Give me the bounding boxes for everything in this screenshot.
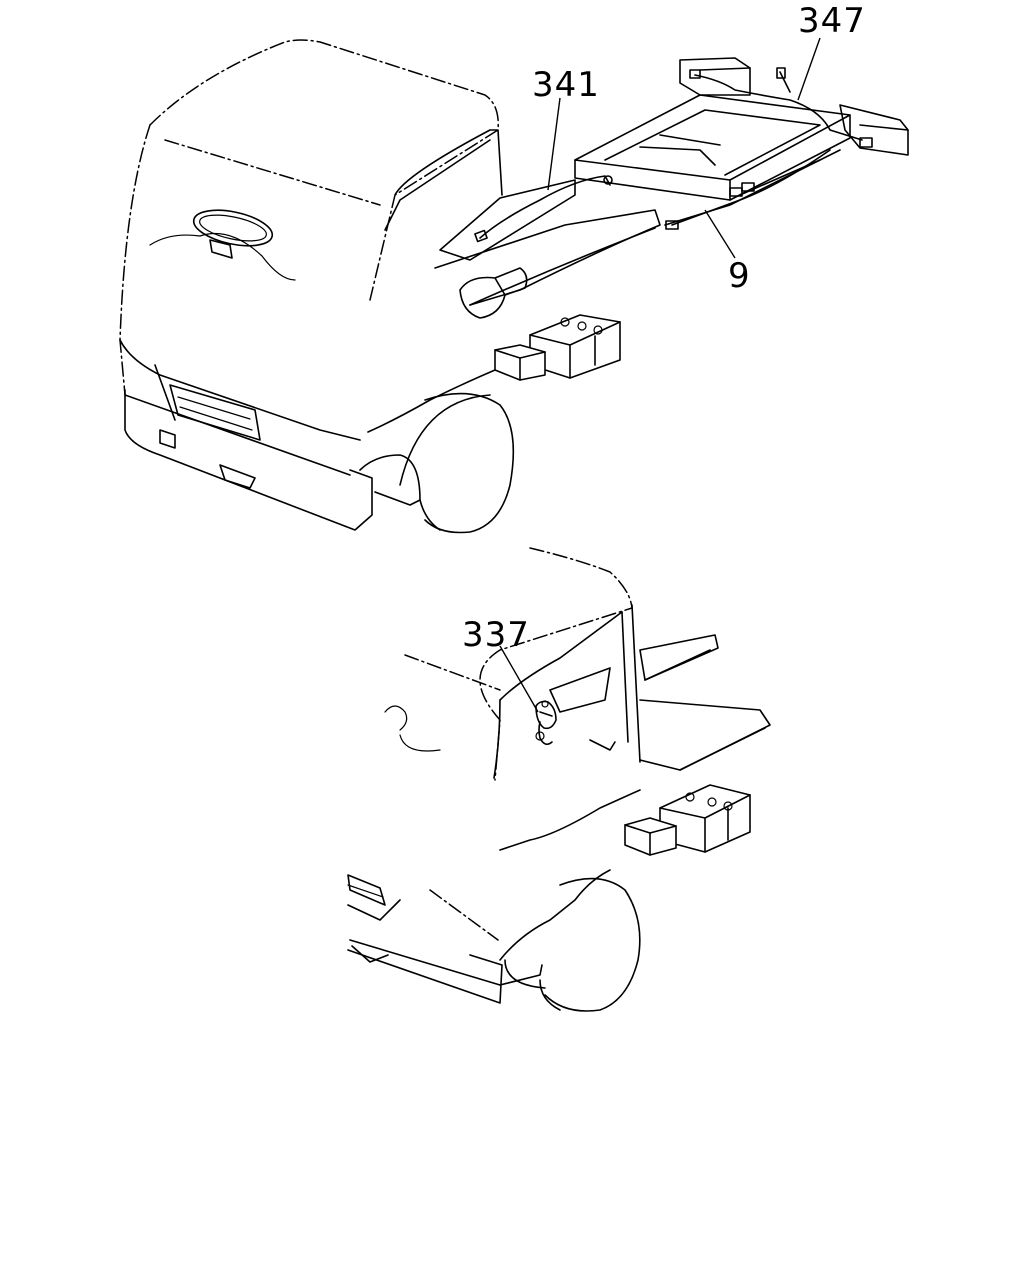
wiring-harness-341 (474, 175, 613, 243)
wiring-harness-9 (665, 149, 831, 230)
truck-cab-bottom (347, 547, 771, 1012)
leader-337 (499, 645, 539, 713)
truck-cab-top (119, 39, 515, 534)
callout-9: 9 (728, 256, 751, 296)
leader-9 (704, 209, 736, 259)
leader-341 (547, 97, 561, 191)
wiring-harness-347 (689, 67, 873, 196)
steering-wheel (192, 209, 274, 259)
callout-341: 341 (532, 65, 600, 105)
chassis-frame (434, 57, 909, 319)
leader-347 (797, 37, 821, 101)
callout-337: 337 (462, 615, 530, 655)
component-337 (535, 700, 557, 746)
battery-top (494, 314, 621, 381)
callout-347: 347 (798, 1, 866, 41)
battery-bottom (624, 784, 751, 856)
